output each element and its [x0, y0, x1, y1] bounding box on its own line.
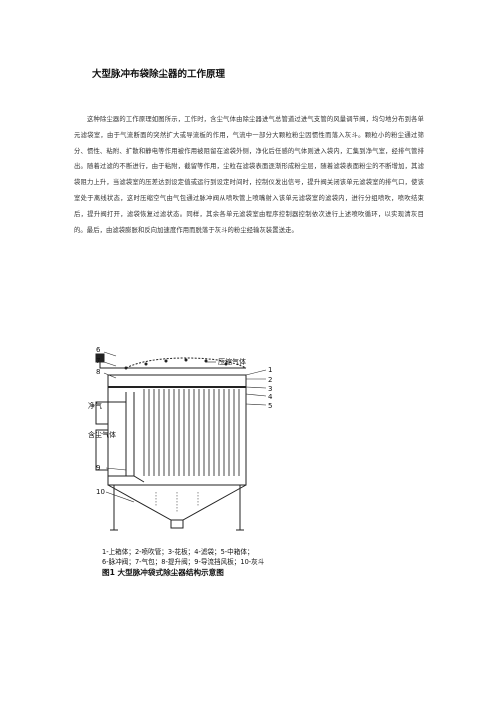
figure-legend-line-2: 6-脉冲阀；7-气包；8-提升阀；9-导流挡风板；10-灰斗	[102, 558, 265, 566]
page-title: 大型脉冲布袋除尘器的工作原理	[92, 69, 226, 80]
figure-caption: 图1 大型脉冲袋式除尘器结构示意图	[102, 568, 224, 577]
hopper	[107, 484, 247, 531]
label-5: 5	[268, 402, 272, 410]
label-clean-gas: 净气	[88, 401, 102, 410]
leader-lines	[103, 351, 267, 503]
label-10: 10	[96, 488, 105, 496]
figure-legend-line-1: 1-上箱体；2-喷吹管；3-花板；4-滤袋；5-中箱体；	[102, 548, 254, 556]
label-2: 2	[268, 376, 272, 384]
label-6: 6	[96, 346, 101, 354]
filter-bags	[143, 389, 240, 476]
label-8: 8	[96, 368, 100, 376]
label-4: 4	[268, 393, 273, 401]
hopper-arrows	[155, 492, 199, 512]
label-compressed-air: 压缩气体	[218, 357, 246, 366]
dust-collector-diagram: 压缩气体 净气 含尘气体 6 7 8 1 2 3 4 5 9 10	[88, 346, 273, 531]
label-9: 9	[96, 464, 100, 472]
label-dusty-gas: 含尘气体	[88, 430, 116, 439]
label-7: 7	[96, 357, 100, 365]
label-3: 3	[268, 385, 272, 393]
blow-pipe	[124, 358, 228, 370]
upper-box	[107, 374, 247, 388]
inlet-duct	[108, 392, 145, 483]
diagram-labels: 压缩气体 净气 含尘气体 6 7 8 1 2 3 4 5 9 10	[88, 346, 273, 496]
body-paragraph: 这种除尘器的工作原理如图所示，工作时，含尘气体由除尘器进气总管道过进气支管的风量…	[74, 116, 424, 234]
label-1: 1	[268, 366, 272, 374]
